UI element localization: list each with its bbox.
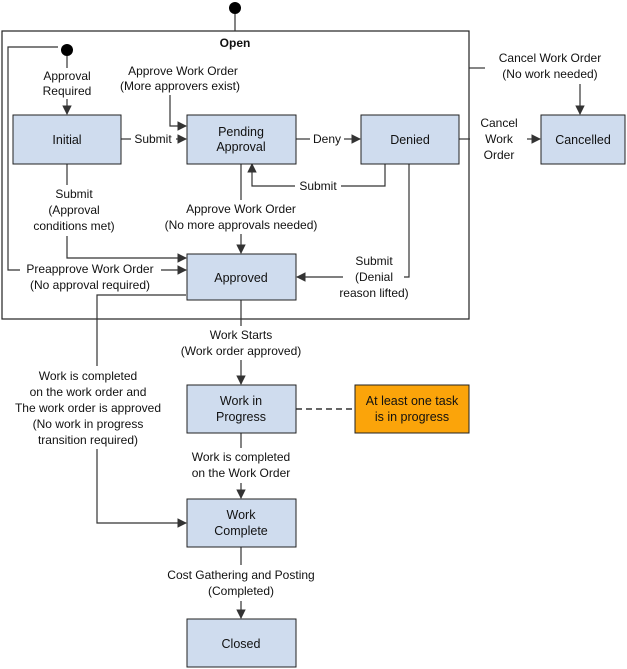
- label-cancel-denied-1: Cancel: [480, 116, 517, 130]
- state-work-in-progress: Work in Progress: [186, 384, 297, 434]
- state-approved-label: Approved: [214, 271, 268, 285]
- label-submit-conditions-2: (Approval: [48, 203, 99, 217]
- note-in-progress: At least one task is in progress: [354, 384, 470, 434]
- edge-resubmit-b: [247, 163, 295, 187]
- label-cancel-open-1: Cancel Work Order: [499, 51, 601, 65]
- label-cost-gathering-2: (Completed): [208, 584, 274, 598]
- label-preapprove-2: (No approval required): [30, 278, 150, 292]
- label-submit: Submit: [134, 132, 172, 146]
- label-cancel-denied-2: Work: [485, 132, 514, 146]
- state-initial-label: Initial: [52, 133, 81, 147]
- label-approve-more-1: Approve Work Order: [128, 64, 238, 78]
- edge-approve-more: [169, 95, 187, 131]
- state-work-complete: Work Complete: [186, 498, 297, 548]
- state-denied-label: Denied: [390, 133, 430, 147]
- label-approval-required-2: Required: [43, 84, 92, 98]
- note-label-1: At least one task: [366, 394, 459, 408]
- state-cancelled: Cancelled: [540, 114, 626, 165]
- state-in-progress-label-2: Progress: [216, 410, 266, 424]
- label-approve-final-1: Approve Work Order: [186, 202, 296, 216]
- state-complete-label-2: Complete: [214, 524, 268, 538]
- label-work-completed-direct-5: transition required): [38, 433, 138, 447]
- label-work-completed-1: Work is completed: [192, 450, 290, 464]
- label-submit-denial-1: Submit: [355, 254, 393, 268]
- label-submit-denial-2: (Denial: [355, 270, 393, 284]
- label-submit-denial-3: reason lifted): [339, 286, 408, 300]
- state-pending-label-1: Pending: [218, 125, 264, 139]
- edge-work-completed-direct-b: [96, 449, 187, 528]
- label-approval-required-1: Approval: [43, 69, 90, 83]
- state-denied: Denied: [360, 114, 460, 165]
- label-preapprove-1: Preapprove Work Order: [26, 262, 153, 276]
- state-complete-label-1: Work: [227, 508, 257, 522]
- label-cancel-denied-3: Order: [484, 148, 515, 162]
- state-cancelled-label: Cancelled: [555, 133, 611, 147]
- edge-work-completed-direct-a: [96, 294, 186, 366]
- edge-submit-conditions-b: [66, 236, 187, 263]
- edge-preapprove-a: [7, 46, 58, 271]
- label-cancel-open-2: (No work needed): [502, 67, 597, 81]
- state-closed-label: Closed: [222, 637, 261, 651]
- open-start-point: [61, 44, 73, 56]
- label-work-completed-direct-4: (No work in progress: [33, 417, 144, 431]
- start-point: [229, 2, 241, 14]
- state-in-progress-label-1: Work in: [220, 394, 262, 408]
- label-submit-conditions-3: conditions met): [33, 219, 114, 233]
- label-work-completed-direct-3: The work order is approved: [15, 401, 161, 415]
- label-deny: Deny: [313, 132, 341, 146]
- label-approve-final-2: (No more approvals needed): [165, 218, 318, 232]
- open-region-title: Open: [220, 36, 251, 50]
- label-approve-more-2: (More approvers exist): [120, 79, 240, 93]
- label-cost-gathering-1: Cost Gathering and Posting: [167, 568, 314, 582]
- state-closed: Closed: [186, 618, 297, 668]
- state-pending-label-2: Approval: [216, 140, 265, 154]
- edge-resubmit-a: [341, 163, 386, 187]
- note-label-2: is in progress: [375, 410, 449, 424]
- label-work-starts-2: (Work order approved): [181, 344, 302, 358]
- label-work-completed-2: on the Work Order: [192, 466, 290, 480]
- label-resubmit: Submit: [299, 179, 337, 193]
- label-work-completed-direct-1: Work is completed: [39, 369, 137, 383]
- edge-submit-denial-a: [404, 163, 410, 278]
- state-pending-approval: Pending Approval: [186, 114, 297, 165]
- label-work-starts-1: Work Starts: [210, 328, 272, 342]
- state-approved: Approved: [186, 253, 297, 301]
- state-initial: Initial: [12, 114, 122, 165]
- label-submit-conditions-1: Submit: [55, 187, 93, 201]
- label-work-completed-direct-2: on the work order and: [30, 385, 147, 399]
